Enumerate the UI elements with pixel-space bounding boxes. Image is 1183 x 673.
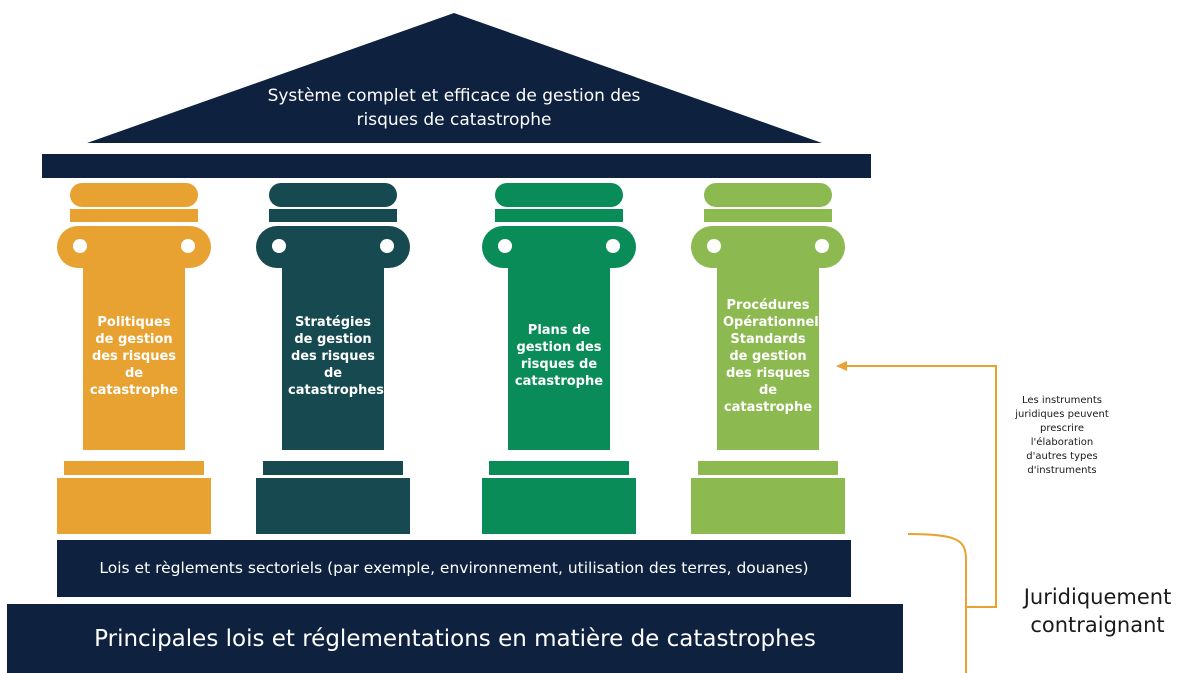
pillar-base-block xyxy=(482,478,636,534)
pillar-label: Politiques de gestion des risques de cat… xyxy=(89,314,179,398)
pillar-shaft: Stratégies de gestion des risques de cat… xyxy=(282,262,384,450)
pillar-scroll-hole-left xyxy=(272,239,286,253)
pillar-cap-top xyxy=(495,183,623,207)
roof-title: Système complet et efficace de gestion d… xyxy=(267,86,641,130)
arrow-head-icon xyxy=(836,361,847,371)
pillar-scroll-hole-left xyxy=(707,239,721,253)
pillar-base-band xyxy=(263,461,403,475)
pillar-base-band xyxy=(64,461,204,475)
pillar-cap-band xyxy=(704,209,832,222)
pillar-label: Stratégies de gestion des risques de cat… xyxy=(288,314,384,398)
pillar-shaft: Politiques de gestion des risques de cat… xyxy=(83,262,185,450)
pillar-scroll-hole-right xyxy=(815,239,829,253)
pillar-cap-top xyxy=(70,183,198,207)
pillar-label: Procédures Opérationnelles Standards de … xyxy=(723,297,840,415)
pillar-scroll-hole-right xyxy=(606,239,620,253)
entablature-beam xyxy=(42,154,871,178)
pillar-scroll-hole-right xyxy=(181,239,195,253)
pillar-cap-band xyxy=(70,209,198,222)
pillar-base-block xyxy=(57,478,211,534)
pillar-scroll-hole-left xyxy=(73,239,87,253)
pillar-label: Plans de gestion des risques de catastro… xyxy=(514,323,604,389)
main-laws-bar: Principales lois et réglementations en m… xyxy=(7,604,903,673)
prescribe-arrow-line xyxy=(845,365,997,608)
sector-laws-bar: Lois et règlements sectoriels (par exemp… xyxy=(57,540,851,597)
pillar-shaft: Plans de gestion des risques de catastro… xyxy=(508,262,610,450)
pillar-scroll-hole-right xyxy=(380,239,394,253)
legally-binding-label: Juridiquement contraignant xyxy=(1023,585,1172,637)
roof-triangle xyxy=(87,13,822,143)
prescribe-note: Les instruments juridiques peuvent presc… xyxy=(1015,395,1109,476)
pillar-base-block xyxy=(256,478,410,534)
pillar-cap-band xyxy=(269,209,397,222)
pillar-shaft: Procédures Opérationnelles Standards de … xyxy=(717,262,840,450)
pillar-base-block xyxy=(691,478,845,534)
pillar-cap-band xyxy=(495,209,623,222)
pillar-base-band xyxy=(489,461,629,475)
pillar-cap-top xyxy=(704,183,832,207)
legal-bracket xyxy=(907,533,967,673)
main-laws-text: Principales lois et réglementations en m… xyxy=(94,625,816,652)
pillar-base-band xyxy=(698,461,838,475)
pillar-scroll-hole-left xyxy=(498,239,512,253)
sector-laws-text: Lois et règlements sectoriels (par exemp… xyxy=(99,559,809,577)
pillar-cap-top xyxy=(269,183,397,207)
